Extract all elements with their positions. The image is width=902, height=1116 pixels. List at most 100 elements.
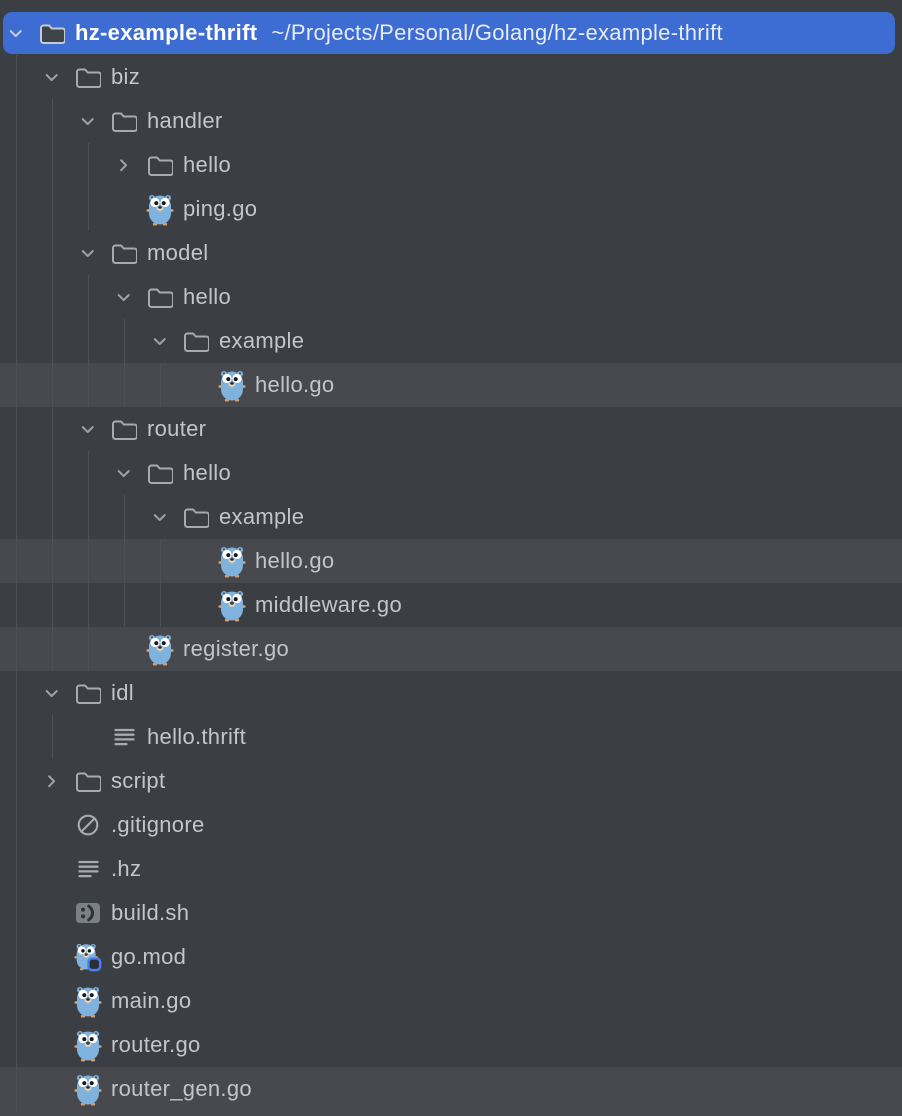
indent-guide (16, 539, 17, 583)
tree-row-example[interactable]: example (0, 495, 902, 539)
tree-row-middleware-go[interactable]: middleware.go (0, 583, 902, 627)
tree-item-label: biz (111, 64, 141, 89)
chevron-right-icon[interactable] (114, 143, 134, 187)
tree-row-ping-go[interactable]: ping.go (0, 187, 902, 231)
tree-row-register-go[interactable]: register.go (0, 627, 902, 671)
indent-guide (52, 363, 53, 407)
tree-row-hz[interactable]: .hz (0, 847, 902, 891)
indent-guide (16, 1067, 17, 1111)
tree-row-example[interactable]: example (0, 319, 902, 363)
indent-guide (16, 143, 17, 187)
chevron-down-icon[interactable] (78, 99, 98, 143)
indent-guide (52, 319, 53, 363)
tree-row-router-gen-go[interactable]: router_gen.go (0, 1067, 902, 1111)
chevron-down-icon[interactable] (150, 319, 170, 363)
tree-row-build-sh[interactable]: build.sh (0, 891, 902, 935)
chevron-down-icon[interactable] (78, 407, 98, 451)
chevron-spacer (114, 627, 134, 671)
folder-icon (74, 759, 102, 803)
tree-row-idl[interactable]: idl (0, 671, 902, 715)
tree-row-biz[interactable]: biz (0, 55, 902, 99)
indent-guide (160, 583, 161, 627)
indent-guide (88, 451, 89, 495)
tree-row-router[interactable]: router (0, 407, 902, 451)
tree-row-hello-go[interactable]: hello.go (0, 363, 902, 407)
indent-guide (88, 583, 89, 627)
indent-guide (16, 715, 17, 759)
indent-guide (52, 187, 53, 231)
go-gopher-icon (218, 539, 246, 583)
indent-guide (52, 143, 53, 187)
indent-guide (16, 99, 17, 143)
tree-row-hello[interactable]: hello (0, 451, 902, 495)
folder-icon (146, 275, 174, 319)
tree-row-router-go[interactable]: router.go (0, 1023, 902, 1067)
tree-row-main-go[interactable]: main.go (0, 979, 902, 1023)
project-path: ~/Projects/Personal/Golang/hz-example-th… (271, 20, 723, 45)
chevron-spacer (186, 539, 206, 583)
chevron-spacer (42, 847, 62, 891)
folder-icon (146, 143, 174, 187)
tree-row-go-mod[interactable]: go.mod (0, 935, 902, 979)
folder-icon (74, 55, 102, 99)
chevron-right-icon[interactable] (42, 759, 62, 803)
folder-icon (182, 495, 210, 539)
tree-item-label: .gitignore (111, 812, 205, 837)
indent-guide (52, 539, 53, 583)
tree-row-gitignore[interactable]: .gitignore (0, 803, 902, 847)
tree-item-label: hello (183, 284, 231, 309)
tree-item-label: hello.go (255, 372, 335, 397)
indent-guide (16, 319, 17, 363)
tree-row-hello[interactable]: hello (0, 143, 902, 187)
indent-guide (88, 363, 89, 407)
tree-row-partial[interactable] (0, 1111, 902, 1116)
tree-item-label: hello.thrift (147, 724, 246, 749)
folder-icon (110, 407, 138, 451)
chevron-spacer (78, 715, 98, 759)
tree-item-label: hello (183, 460, 231, 485)
tree-item-label: router_gen.go (111, 1076, 252, 1101)
tree-row-model[interactable]: model (0, 231, 902, 275)
tree-row-hello-thrift[interactable]: hello.thrift (0, 715, 902, 759)
chevron-down-icon[interactable] (114, 451, 134, 495)
tree-item-label: handler (147, 108, 223, 133)
indent-guide (16, 275, 17, 319)
indent-guide (16, 407, 17, 451)
tree-item-label: go.mod (111, 944, 187, 969)
tree-row-handler[interactable]: handler (0, 99, 902, 143)
folder-icon (182, 319, 210, 363)
chevron-down-icon[interactable] (42, 671, 62, 715)
text-file-icon (110, 715, 138, 759)
indent-guide (52, 99, 53, 143)
tree-item-label: hello (183, 152, 231, 177)
tree-row-hz-example-thrift[interactable]: hz-example-thrift~/Projects/Personal/Gol… (0, 11, 902, 55)
tree-item-label: register.go (183, 636, 290, 661)
go-gopher-icon (146, 627, 174, 671)
chevron-spacer (186, 363, 206, 407)
indent-guide (124, 319, 125, 363)
chevron-down-icon[interactable] (114, 275, 134, 319)
chevron-down-icon[interactable] (42, 55, 62, 99)
indent-guide (16, 55, 17, 99)
tree-row-script[interactable]: script (0, 759, 902, 803)
chevron-down-icon[interactable] (78, 231, 98, 275)
tree-item-label: hello.go (255, 548, 335, 573)
tree-row-hello[interactable]: hello (0, 275, 902, 319)
folder-icon (110, 231, 138, 275)
go-gopher-icon (218, 363, 246, 407)
indent-guide (160, 363, 161, 407)
chevron-down-icon[interactable] (6, 11, 26, 55)
indent-guide (16, 803, 17, 847)
chevron-down-icon[interactable] (150, 495, 170, 539)
tree-item-label: example (219, 328, 305, 353)
chevron-spacer (42, 803, 62, 847)
tree-row-hello-go[interactable]: hello.go (0, 539, 902, 583)
tree-item-label: router.go (111, 1032, 201, 1057)
chevron-spacer (42, 891, 62, 935)
tree-item-label: script (111, 768, 166, 793)
ignored-file-icon (74, 803, 102, 847)
folder-icon (146, 451, 174, 495)
indent-guide (88, 627, 89, 671)
indent-guide (16, 363, 17, 407)
chevron-spacer (42, 935, 62, 979)
